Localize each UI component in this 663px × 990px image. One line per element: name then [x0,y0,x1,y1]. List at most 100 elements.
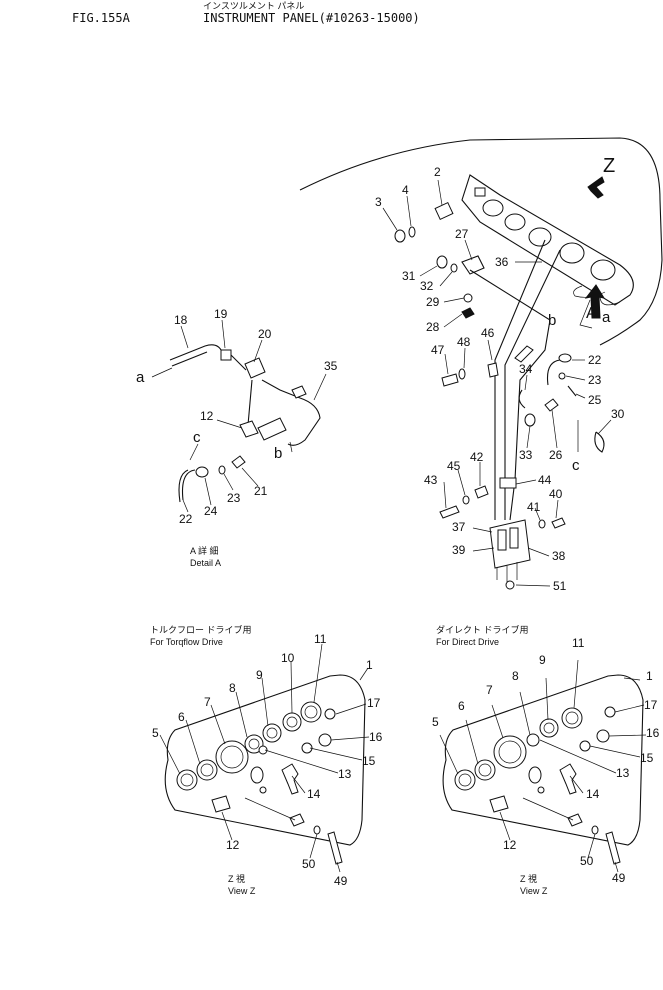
panel-outline [299,137,663,346]
view-a-arrow [584,284,606,319]
callout-38: 38 [552,549,566,563]
callout-27: 27 [455,227,469,241]
callout-11: 11 [314,632,327,646]
callout-14: 14 [307,787,321,801]
callout-29: 29 [426,295,440,309]
figure-number: FIG.155A [72,11,131,25]
view-z-mark: Z [603,155,615,177]
callout-19: 19 [214,307,228,321]
callout-13: 13 [338,767,352,781]
callout-17-direct: 17 [644,698,658,712]
callout-8-direct: 8 [512,669,519,683]
view-z-caption-jp: Z 視 [228,873,245,884]
callout-49: 49 [334,874,348,888]
gauge-row [474,187,616,281]
callout-7-direct: 7 [486,683,493,697]
callout-47: 47 [431,343,445,357]
callout-23-detail: 23 [227,491,241,505]
callout-9-direct: 9 [539,653,546,667]
callout-26: 26 [549,448,563,462]
callout-36: 36 [495,255,509,269]
view-z-direct: ダイレクト ドライブ用 For Direct Drive [432,624,660,896]
callout-13-direct: 13 [616,766,630,780]
callout-3: 3 [375,195,382,209]
callout-16: 16 [369,730,383,744]
callout-22-main: 22 [588,353,602,367]
callout-25: 25 [588,393,602,407]
view-z-torqflow: トルクフロー ドライブ用 For Torqflow Drive [150,624,383,896]
panel-direct [442,674,644,846]
callout-32: 32 [420,279,434,293]
torqflow-caption: For Torqflow Drive [150,637,223,647]
callout-15: 15 [362,754,376,768]
callout-46: 46 [481,326,495,340]
view-z-arrow [587,176,605,199]
callout-45: 45 [447,459,461,473]
callout-12: 12 [226,838,240,852]
callout-4: 4 [402,183,409,197]
view-z-direct-caption: View Z [520,886,548,896]
callout-42: 42 [470,450,484,464]
torqflow-caption-jp: トルクフロー ドライブ用 [150,624,252,635]
callout-41: 41 [527,500,541,514]
callout-28: 28 [426,320,440,334]
callout-12-detail: 12 [200,409,214,423]
main-leaders [382,179,612,587]
view-a-mark: A [586,305,597,322]
callout-14-direct: 14 [586,787,600,801]
callout-17: 17 [367,696,381,710]
callout-9: 9 [256,668,263,682]
callout-10: 10 [281,651,295,665]
view-z-caption: View Z [228,886,256,896]
callout-7: 7 [204,695,211,709]
callout-50-direct: 50 [580,854,594,868]
callout-37: 37 [452,520,466,534]
callout-23-main: 23 [588,373,602,387]
callout-40: 40 [549,487,563,501]
callout-31: 31 [402,269,416,283]
mark-a-detail: a [136,369,145,386]
view-z-direct-caption-jp: Z 視 [520,873,537,884]
mark-c-detail: c [193,429,201,446]
callout-2: 2 [434,165,441,179]
callout-33: 33 [519,448,533,462]
callout-1-direct: 1 [646,669,653,683]
callout-21: 21 [254,484,268,498]
detail-a: 18 19 20 35 12 21 23 24 22 a c b A 詳 細 D… [136,307,338,568]
panel-torqflow [164,674,366,846]
callout-1: 1 [366,658,373,672]
direct-caption: For Direct Drive [436,637,499,647]
callout-24: 24 [204,504,218,518]
callout-15-direct: 15 [640,751,654,765]
callout-22-detail: 22 [179,512,193,526]
callout-11-direct: 11 [572,636,585,650]
callout-50: 50 [302,857,316,871]
figure-title: INSTRUMENT PANEL(#10263-15000) [203,11,420,25]
callout-49-direct: 49 [612,871,626,885]
callout-44: 43 [424,473,438,487]
callout-34: 34 [519,362,533,376]
mark-c-main: c [572,457,580,474]
detail-a-caption-jp: A 詳 細 [190,545,219,556]
main-assembly: Z A a b c [299,137,663,593]
callout-20: 20 [258,327,272,341]
callout-48: 48 [457,335,471,349]
mark-b-detail: b [274,445,282,462]
mark-b-main: b [548,312,556,329]
callout-35: 35 [324,359,338,373]
callout-6-direct: 6 [458,699,465,713]
callout-5: 5 [152,726,159,740]
callout-16-direct: 16 [646,726,660,740]
callout-18: 18 [174,313,188,327]
direct-caption-jp: ダイレクト ドライブ用 [436,624,529,635]
callout-43: 44 [538,473,552,487]
callout-5-direct: 5 [432,715,439,729]
callout-12-direct: 12 [503,838,517,852]
callout-51: 51 [553,579,567,593]
callout-8: 8 [229,681,236,695]
callout-30: 30 [611,407,625,421]
callout-6: 6 [178,710,185,724]
callout-39: 39 [452,543,466,557]
title-japanese: インスツルメント パネル [203,1,304,11]
